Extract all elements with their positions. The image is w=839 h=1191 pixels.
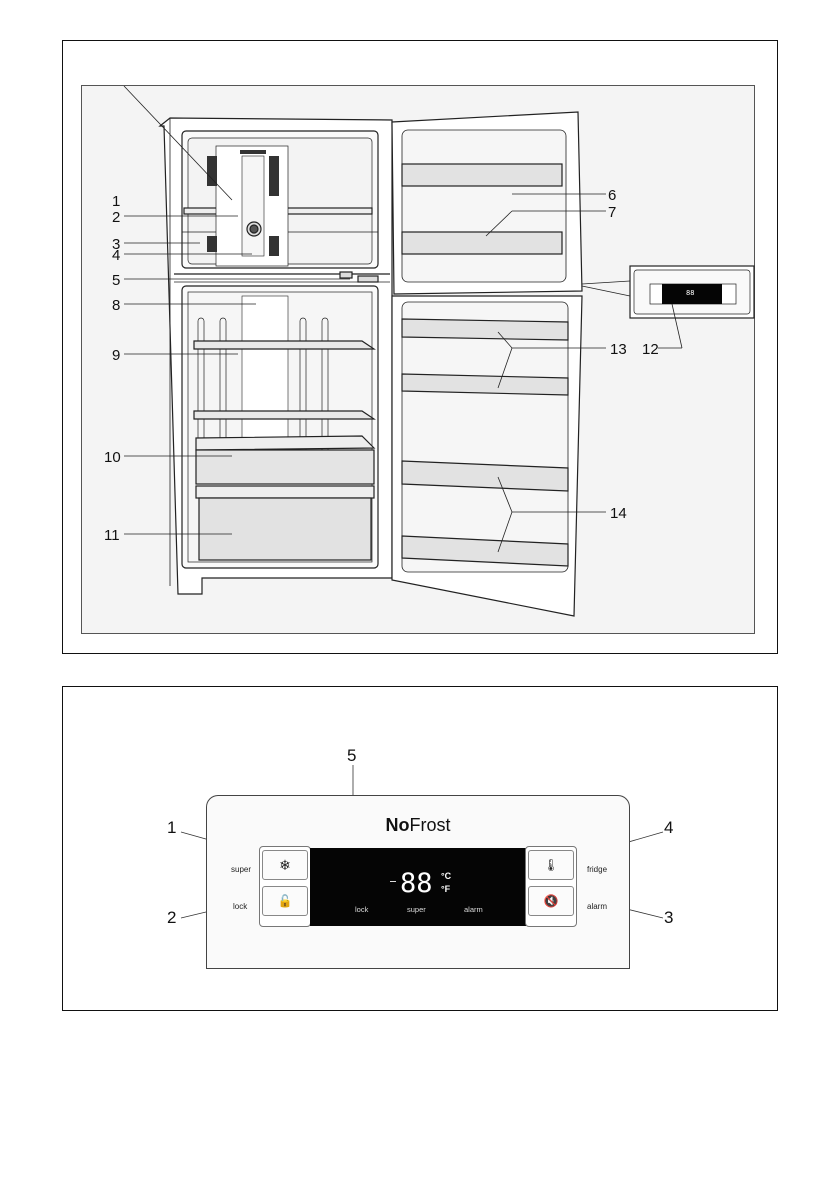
brand-logo: NoFrost — [207, 815, 629, 836]
fridge-illustration — [123, 86, 755, 617]
callout-5: 5 — [347, 746, 357, 765]
callout-7: 7 — [608, 204, 617, 221]
callout-4: 4 — [112, 247, 121, 264]
indicator-super: super — [407, 905, 426, 914]
right-button-group: 🌡 🔇 — [525, 846, 577, 927]
inset-display-temp: 88 — [686, 289, 695, 297]
callout-6: 6 — [608, 187, 617, 204]
label-super: super — [231, 865, 252, 874]
snowflake-icon: ❄ — [279, 856, 291, 873]
panel-bottom-edge — [206, 968, 630, 969]
thermometer-icon: 🌡 — [543, 858, 559, 872]
indicator-lock: lock — [355, 905, 369, 914]
super-freeze-button[interactable]: ❄ — [262, 850, 308, 880]
indicator-alarm: alarm — [464, 905, 483, 914]
callout-3: 3 — [664, 908, 674, 927]
lock-button[interactable]: 🔓 — [262, 886, 308, 916]
callout-1: 1 — [112, 193, 121, 210]
label-alarm: alarm — [587, 902, 608, 911]
temperature-display: 88 °C °F lock super alarm — [310, 848, 526, 926]
minus-sign — [390, 881, 396, 882]
alarm-mute-icon: 🔇 — [543, 894, 559, 908]
callout-2: 2 — [167, 908, 177, 927]
callout-9: 9 — [112, 347, 121, 364]
callout-12: 12 — [642, 341, 659, 358]
callout-13: 13 — [610, 341, 627, 358]
display-temperature: 88 — [400, 868, 433, 899]
unlock-icon: 🔓 — [277, 894, 293, 908]
callout-8: 8 — [112, 297, 121, 314]
brand-bold: No — [385, 815, 410, 835]
callout-10: 10 — [104, 449, 121, 466]
callout-1: 1 — [167, 818, 177, 837]
figure-fridge-overview: 1 2 3 4 5 6 7 8 9 10 11 12 13 14 88 — [62, 40, 778, 654]
illustration-area: 1 2 3 4 5 6 7 8 9 10 11 12 13 14 88 — [81, 85, 755, 634]
brand-rest: Frost — [409, 815, 451, 835]
callout-3: 3 — [112, 236, 121, 253]
callout-11: 11 — [104, 527, 120, 544]
alarm-off-button[interactable]: 🔇 — [528, 886, 574, 916]
unit-celsius: °C — [441, 871, 452, 881]
callout-2: 2 — [112, 209, 121, 226]
left-button-group: ❄ 🔓 — [259, 846, 311, 927]
callout-14: 14 — [610, 505, 627, 522]
label-lock: lock — [233, 902, 248, 911]
figure-control-panel: 5 1 2 4 3 NoFrost super lock ❄ 🔓 88 °C °… — [62, 686, 778, 1011]
unit-fahrenheit: °F — [441, 884, 451, 894]
callout-5: 5 — [112, 272, 121, 289]
label-fridge: fridge — [587, 865, 608, 874]
fridge-temp-button[interactable]: 🌡 — [528, 850, 574, 880]
callout-4: 4 — [664, 818, 674, 837]
